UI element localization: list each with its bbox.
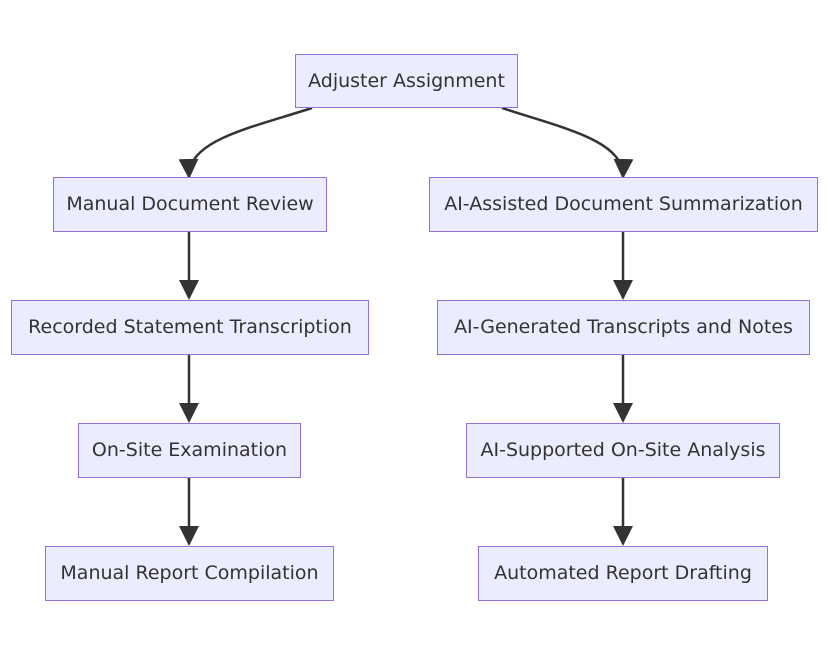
node-ai-assisted-document-summarization[interactable]: AI-Assisted Document Summarization: [429, 177, 818, 232]
edge-adjuster-to-manual-review: [178, 106, 313, 179]
node-manual-report-compilation[interactable]: Manual Report Compilation: [45, 546, 334, 601]
node-manual-document-review[interactable]: Manual Document Review: [53, 177, 327, 232]
node-ai-generated-transcripts-and-notes[interactable]: AI-Generated Transcripts and Notes: [437, 300, 810, 355]
node-ai-supported-on-site-analysis[interactable]: AI-Supported On-Site Analysis: [466, 423, 780, 478]
node-adjuster-assignment[interactable]: Adjuster Assignment: [295, 54, 518, 108]
node-recorded-statement-transcription[interactable]: Recorded Statement Transcription: [11, 300, 369, 355]
edge-adjuster-to-ai-summarization: [501, 106, 634, 179]
node-on-site-examination[interactable]: On-Site Examination: [78, 423, 301, 478]
node-automated-report-drafting[interactable]: Automated Report Drafting: [478, 546, 768, 601]
